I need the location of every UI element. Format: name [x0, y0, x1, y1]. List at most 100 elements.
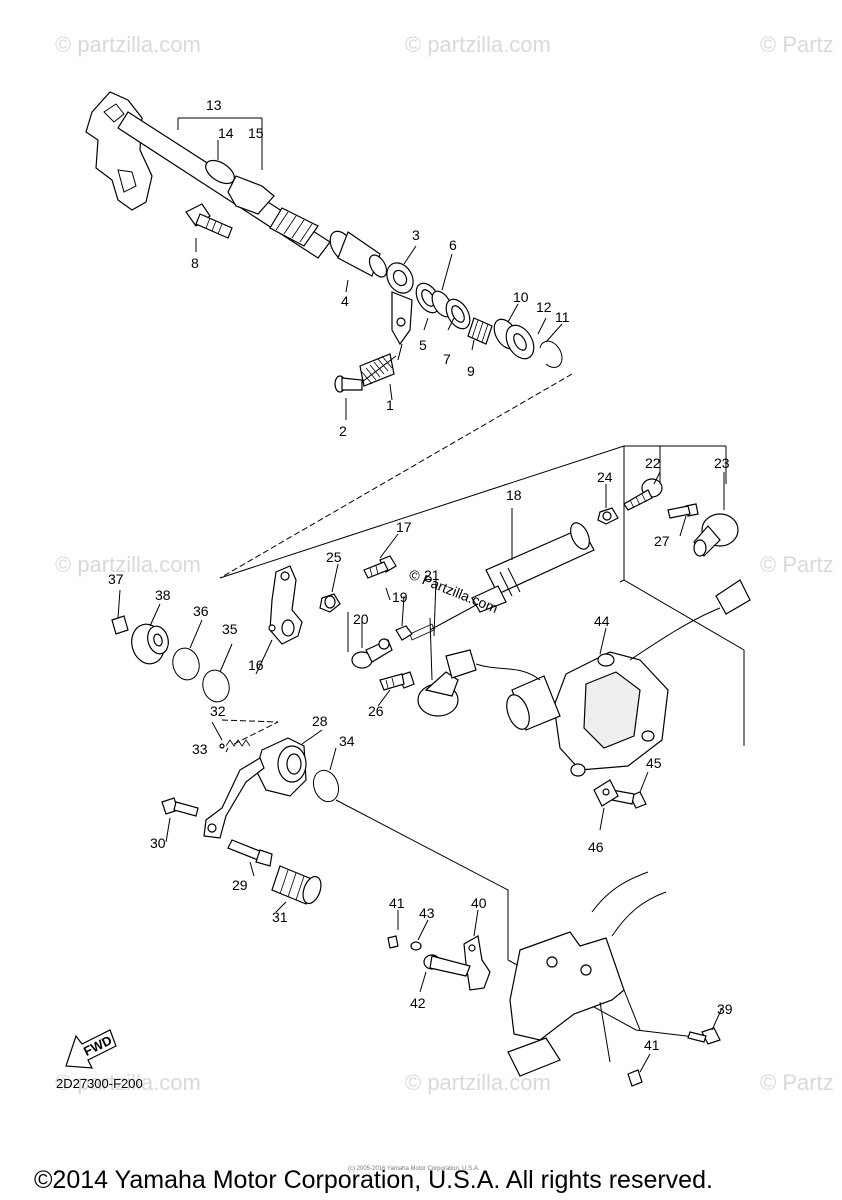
- rubber-31: [271, 865, 322, 905]
- nut-19: [395, 625, 413, 641]
- shift-rod-18: [409, 522, 595, 641]
- callout-label: 45: [646, 755, 662, 771]
- callout-label: 17: [396, 519, 412, 535]
- bracket-46: [593, 779, 619, 807]
- callout-label: 1: [386, 397, 394, 413]
- o-ring-36: [172, 647, 200, 681]
- nut-24: [597, 507, 619, 525]
- bolt-30: [161, 797, 199, 817]
- callout-label: 9: [467, 363, 475, 379]
- bolt-45: [611, 789, 647, 809]
- callout-label: 31: [272, 909, 288, 925]
- watermark: © partzilla.com: [55, 552, 201, 577]
- collar-25: [319, 593, 341, 613]
- callout-label: 15: [248, 125, 264, 141]
- callout-label: 46: [588, 839, 604, 855]
- frame-plate: [507, 871, 667, 1077]
- callout-label: 4: [341, 293, 349, 309]
- callout-label: 39: [717, 1001, 733, 1017]
- bolt-8: [185, 203, 233, 239]
- dust-boot-23: [693, 513, 739, 557]
- watermark: © partzilla.com: [405, 1070, 551, 1095]
- watermark: © partzilla.com: [55, 1070, 201, 1095]
- o-ring-34: [312, 769, 340, 803]
- callout-label: 32: [210, 703, 226, 719]
- callout-label: 36: [193, 603, 209, 619]
- callout-label: 44: [594, 613, 610, 629]
- bolt-41: [387, 935, 399, 949]
- pin-2: [334, 375, 363, 393]
- callout-label: 2: [339, 423, 347, 439]
- watermark: © Partz: [760, 552, 834, 577]
- shift-arm-16: [268, 565, 303, 645]
- callout-label: 26: [368, 703, 384, 719]
- copyright-footer: ©2014 Yamaha Motor Corporation, U.S.A. A…: [34, 1166, 713, 1194]
- callout-label: 27: [654, 533, 670, 549]
- callout-label: 38: [155, 587, 171, 603]
- bolt-17: [363, 555, 397, 579]
- callout-label: 5: [419, 337, 427, 353]
- watermark: © Partz: [760, 1070, 834, 1095]
- shift-pedal-housing-28: [203, 737, 307, 839]
- clip-37: [111, 615, 129, 635]
- callout-label: 29: [232, 877, 248, 893]
- spring-33: [219, 739, 251, 749]
- callout-label: 30: [150, 835, 166, 851]
- return-spring-1: [359, 353, 397, 387]
- tiny-copyright: (c) 2005-2016 Yamaha Motor Corporation, …: [348, 1166, 480, 1172]
- bolt-27: [667, 503, 699, 519]
- watermarks: © partzilla.com © partzilla.com © Partz …: [55, 32, 834, 1095]
- bracket-40: [463, 935, 491, 991]
- callout-label: 7: [443, 351, 451, 367]
- fwd-arrow-icon: FWD: [65, 1029, 117, 1069]
- lever-3: [386, 262, 414, 361]
- callout-label: 13: [206, 97, 222, 113]
- callout-label: 8: [191, 255, 199, 271]
- lever-42: [423, 954, 471, 977]
- callout-label: 14: [218, 125, 234, 141]
- bolt-26: [379, 671, 415, 691]
- diagram-code: 2D27300-F200: [56, 1076, 143, 1091]
- ball-joint-20: [351, 638, 393, 669]
- callout-label: 33: [192, 741, 208, 757]
- ball-joint-22: [623, 478, 663, 511]
- callout-label: 28: [312, 713, 328, 729]
- shift-actuator-44: [445, 579, 751, 777]
- callout-label: 12: [536, 299, 552, 315]
- callout-label: 10: [513, 289, 529, 305]
- shift-shaft-assembly: [85, 91, 573, 579]
- callout-label: 23: [714, 455, 730, 471]
- middle-frame-lines: [219, 445, 745, 746]
- callout-label: 22: [645, 455, 661, 471]
- bolt-41b: [627, 1069, 643, 1087]
- watermark: © partzilla.com: [55, 32, 201, 57]
- callout-label: 37: [108, 571, 124, 587]
- watermark: © Partz: [760, 32, 834, 57]
- callout-labels: 1 2 3 4 5 6 7 8 9 10 11 12 13 14 15 16 1…: [108, 97, 733, 1053]
- callout-label: 16: [248, 657, 264, 673]
- watermark: © partzilla.com: [405, 32, 551, 57]
- callout-label: 21: [424, 567, 440, 583]
- cap-38: [131, 623, 169, 665]
- bushing-4: [329, 230, 388, 278]
- shaft-bolt-29: [227, 839, 273, 867]
- bearing-9: [467, 317, 493, 345]
- callout-label: 43: [419, 905, 435, 921]
- callout-label: 40: [471, 895, 487, 911]
- callout-label: 11: [555, 309, 570, 325]
- callout-label: 20: [353, 611, 369, 627]
- o-ring-35: [202, 669, 230, 703]
- callout-label: 41: [389, 895, 405, 911]
- bolt-39: [687, 1027, 721, 1045]
- circlip-11: [539, 340, 563, 368]
- callout-label: 18: [506, 487, 522, 503]
- callout-label: 35: [222, 621, 238, 637]
- washer-43: [410, 941, 422, 951]
- callout-label: 6: [449, 237, 457, 253]
- callout-label: 3: [412, 227, 420, 243]
- callout-label: 24: [597, 469, 613, 485]
- shaft-collar: [227, 175, 275, 215]
- shift-lever-plate: [85, 91, 153, 211]
